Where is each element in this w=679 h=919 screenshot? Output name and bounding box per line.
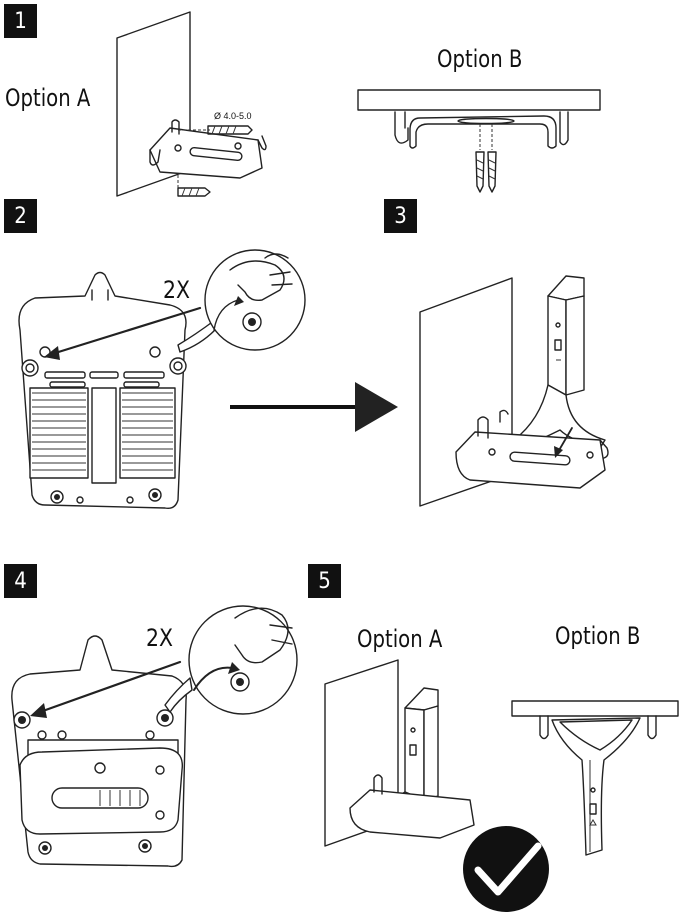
step5-option-a-label: Option A	[357, 625, 443, 653]
step5-device-b	[539, 715, 657, 856]
step2-quantity-label: 2X	[163, 276, 190, 304]
step2-device	[18, 271, 187, 510]
step4-callout-magnifier	[164, 605, 298, 715]
step3-bracket	[455, 409, 609, 489]
step5-shelf	[511, 700, 679, 717]
step4-bracket	[19, 747, 184, 835]
step1-option-b-label: Option B	[437, 45, 523, 73]
checkmark-icon	[463, 826, 549, 912]
step-5-badge: 5	[308, 564, 341, 598]
step1-option-a-label: Option A	[5, 84, 91, 112]
screw-diameter-label: Ø 4.0-5.0	[214, 111, 252, 121]
step1-screws-b	[475, 151, 497, 193]
step2-callout-magnifier	[177, 249, 306, 353]
step-3-badge: 3	[384, 199, 417, 233]
step1-bracket-b	[394, 111, 569, 150]
step-4-badge: 4	[4, 564, 37, 598]
step1-screws-a	[177, 125, 253, 197]
right-arrow-icon	[230, 382, 398, 432]
step5-device-a	[349, 687, 475, 839]
step2-pointer-arrow	[44, 306, 202, 360]
step1-bracket-a	[149, 119, 267, 179]
step4-pointer-arrow	[30, 660, 182, 718]
step4-quantity-label: 2X	[146, 624, 173, 652]
step1-shelf	[357, 89, 601, 111]
step-1-badge: 1	[4, 4, 37, 38]
step5-option-b-label: Option B	[555, 622, 641, 650]
step3-device	[513, 275, 606, 449]
step-2-badge: 2	[4, 199, 37, 233]
